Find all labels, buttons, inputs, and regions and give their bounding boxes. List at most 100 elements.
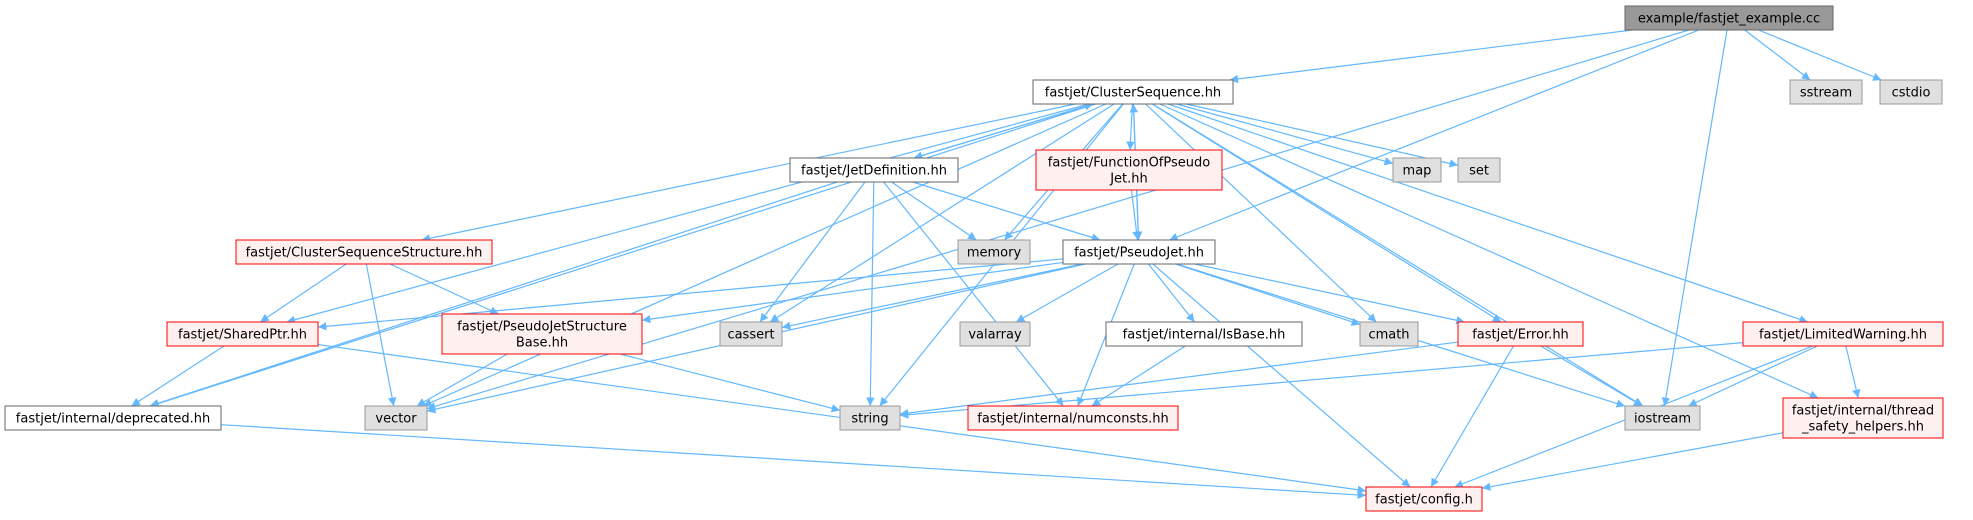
edge-pj-to-config [1152, 263, 1411, 488]
edge-jetdef-to-memory [891, 181, 977, 241]
node-vector[interactable]: vector [364, 405, 428, 431]
node-isbase[interactable]: fastjet/internal/IsBase.hh [1105, 321, 1303, 347]
node-jetdef[interactable]: fastjet/JetDefinition.hh [789, 157, 959, 183]
edge-limwarn-to-threadsafe [1845, 345, 1861, 399]
edge-pj-to-error [1194, 263, 1465, 325]
node-cassert[interactable]: cassert [719, 321, 783, 347]
node-box-pjsb [441, 313, 643, 355]
edge-pjsb-to-string [619, 353, 841, 413]
node-memory[interactable]: memory [957, 239, 1031, 265]
edge-cs-to-set [1186, 103, 1459, 168]
node-label-shared: fastjet/SharedPtr.hh [178, 328, 307, 343]
node-box-cstdio [1879, 79, 1943, 105]
node-box-shared [166, 321, 319, 347]
node-pj[interactable]: fastjet/PseudoJet.hh [1062, 239, 1216, 265]
edge-limwarn-to-string [899, 342, 1744, 419]
node-box-sstream [1789, 79, 1863, 105]
node-label-memory: memory [967, 246, 1022, 261]
node-cs[interactable]: fastjet/ClusterSequence.hh [1032, 79, 1234, 105]
node-box-jetdef [789, 157, 959, 183]
edge-jetdef-to-cs [913, 102, 1094, 159]
node-label-fopj: fastjet/FunctionOfPseudo [1048, 156, 1210, 171]
node-label-set: set [1469, 164, 1489, 179]
node-valarray[interactable]: valarray [959, 321, 1031, 347]
node-shared[interactable]: fastjet/SharedPtr.hh [166, 321, 319, 347]
edge-limwarn-to-iostream [1688, 345, 1818, 407]
node-label-iostream: iostream [1634, 412, 1691, 427]
node-css[interactable]: fastjet/ClusterSequenceStructure.hh [235, 239, 493, 265]
edge-cs-to-iostream [1152, 103, 1644, 407]
edge-pj-to-cassert [781, 263, 1083, 330]
edge-cs-to-fopj [1126, 103, 1135, 151]
node-string[interactable]: string [839, 405, 901, 431]
node-numconsts[interactable]: fastjet/internal/numconsts.hh [967, 405, 1179, 431]
node-box-iostream [1624, 405, 1701, 431]
edge-cs-to-threadsafe [1159, 103, 1819, 399]
edge-pjsb-to-vector [416, 353, 508, 407]
node-box-cassert [719, 321, 783, 347]
node-box-pj [1062, 239, 1216, 265]
edge-cs-to-css [421, 103, 1076, 243]
node-box-vector [364, 405, 428, 431]
edge-pj-to-pjsb [641, 261, 1064, 324]
node-label-fopj: Jet.hh [1109, 172, 1148, 187]
edge-example-to-pj [1169, 29, 1699, 241]
edge-cs-to-deprecated [150, 103, 1096, 408]
edge-example-to-cs [1229, 29, 1633, 84]
node-label-valarray: valarray [968, 328, 1022, 343]
edge-pj-to-isbase [1148, 263, 1195, 323]
node-map[interactable]: map [1392, 157, 1442, 183]
edge-jetdef-to-cassert [759, 181, 866, 323]
node-box-css [235, 239, 493, 265]
node-label-threadsafe: fastjet/internal/thread [1792, 404, 1934, 419]
edge-deprecated-to-config [220, 424, 1367, 500]
node-label-numconsts: fastjet/internal/numconsts.hh [977, 412, 1169, 427]
edge-error-to-string [899, 341, 1459, 418]
node-box-memory [957, 239, 1031, 265]
node-box-limwarn [1742, 321, 1944, 347]
node-threadsafe[interactable]: fastjet/internal/thread_safety_helpers.h… [1782, 397, 1944, 439]
edge-example-to-cstdio [1758, 29, 1882, 81]
node-box-threadsafe [1782, 397, 1944, 439]
node-box-deprecated [4, 405, 222, 431]
node-cmath[interactable]: cmath [1359, 321, 1419, 347]
node-label-pjsb: fastjet/PseudoJetStructure [457, 320, 627, 335]
node-error[interactable]: fastjet/Error.hh [1457, 321, 1584, 347]
edge-fopj-to-pj [1130, 189, 1141, 241]
node-label-limwarn: fastjet/LimitedWarning.hh [1759, 328, 1927, 343]
edge-example-to-iostream [1661, 29, 1728, 407]
node-limwarn[interactable]: fastjet/LimitedWarning.hh [1742, 321, 1944, 347]
node-label-isbase: fastjet/internal/IsBase.hh [1123, 328, 1286, 343]
node-iostream[interactable]: iostream [1624, 405, 1701, 431]
node-label-cs: fastjet/ClusterSequence.hh [1045, 86, 1221, 101]
node-config[interactable]: fastjet/config.h [1365, 486, 1483, 512]
node-example[interactable]: example/fastjet_example.cc [1624, 5, 1834, 31]
edge-css-to-pjsb [389, 263, 499, 315]
edge-cs-to-cmath [1145, 103, 1377, 323]
node-cstdio[interactable]: cstdio [1879, 79, 1943, 105]
edge-cs-to-vector [422, 103, 1107, 407]
edge-isbase-to-numconsts [1091, 345, 1186, 407]
node-label-cstdio: cstdio [1892, 86, 1931, 101]
node-label-threadsafe: _safety_helpers.hh [1801, 420, 1924, 435]
node-box-valarray [959, 321, 1031, 347]
node-box-cs [1032, 79, 1234, 105]
node-label-jetdef: fastjet/JetDefinition.hh [801, 164, 947, 179]
node-label-sstream: sstream [1800, 86, 1852, 101]
edge-cs-to-limwarn [1168, 103, 1808, 324]
node-box-string [839, 405, 901, 431]
node-deprecated[interactable]: fastjet/internal/deprecated.hh [4, 405, 222, 431]
node-set[interactable]: set [1457, 157, 1501, 183]
edge-jetdef-to-string [866, 181, 875, 407]
edge-error-to-config [1430, 345, 1514, 488]
edge-cs-to-shared [286, 103, 1090, 324]
nodes: example/fastjet_example.cc fastjet/Cluste… [4, 5, 1944, 512]
edge-css-to-shared [259, 263, 347, 323]
node-sstream[interactable]: sstream [1789, 79, 1863, 105]
edge-jetdef-to-pj [912, 181, 1101, 242]
node-box-config [1365, 486, 1483, 512]
node-box-numconsts [967, 405, 1179, 431]
node-label-deprecated: fastjet/internal/deprecated.hh [16, 412, 210, 427]
